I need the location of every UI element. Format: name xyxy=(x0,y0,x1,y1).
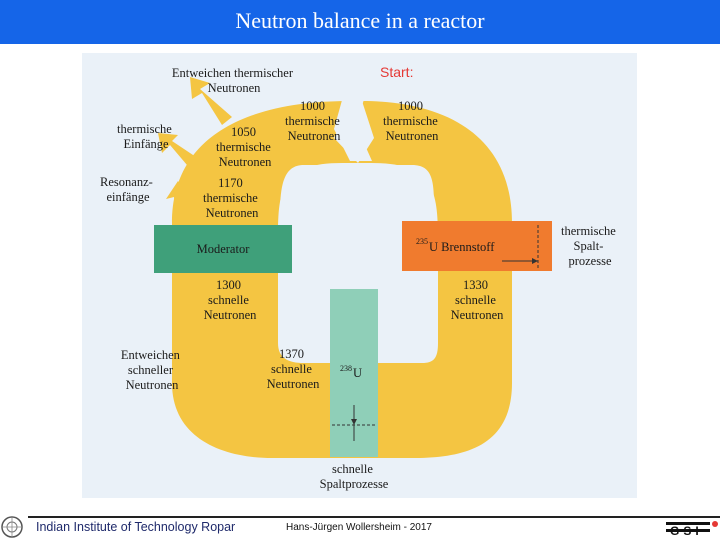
thermal-capture-line2: Einfänge xyxy=(123,137,169,151)
flow-1050: 1050 thermische Neutronen xyxy=(216,125,274,169)
brennstoff-label: U Brennstoff xyxy=(429,240,495,254)
u238-label: U xyxy=(353,366,362,380)
flow-1330-line2: schnelle xyxy=(455,293,496,307)
escape-thermal-line1: Entweichen thermischer xyxy=(172,66,294,80)
u238-sup: 238 xyxy=(340,364,352,373)
footer-author: Hans-Jürgen Wollersheim - 2017 xyxy=(286,522,432,533)
resonance-capture-line2: einfänge xyxy=(106,190,149,204)
escape-fast-line1: Entweichen xyxy=(121,348,181,362)
fast-fission-label: schnelle Spaltprozesse xyxy=(320,462,389,491)
escape-fast-label: Entweichen schneller Neutronen xyxy=(121,348,183,392)
thermal-fission-line3: prozesse xyxy=(568,254,611,268)
footer-institution: Indian Institute of Technology Ropar xyxy=(36,520,236,534)
ring-gap xyxy=(334,93,372,161)
fast-fission-arrowhead xyxy=(351,419,357,425)
fast-fission-line2: Spaltprozesse xyxy=(320,477,389,491)
brennstoff-sup: 235 xyxy=(416,237,428,246)
thermal-fission-label: thermische Spalt- prozesse xyxy=(561,224,619,268)
flow-1170: 1170 thermische Neutronen xyxy=(203,176,261,220)
title-bar: Neutron balance in a reactor xyxy=(0,0,720,44)
moderator-box xyxy=(154,225,292,273)
svg-text:GSI: GSI xyxy=(670,524,703,538)
flow-1170-line3: Neutronen xyxy=(206,206,260,220)
escape-fast-line3: Neutronen xyxy=(126,378,180,392)
flow-1050-line2: thermische xyxy=(216,140,271,154)
escape-thermal-label: Entweichen thermischer Neutronen xyxy=(172,66,296,95)
footer-divider xyxy=(28,516,720,518)
flow-1050-line3: Neutronen xyxy=(219,155,273,169)
moderator-label: Moderator xyxy=(197,242,251,256)
flow-1050-count: 1050 xyxy=(231,125,256,139)
flow-1370: 1370 schnelle Neutronen xyxy=(267,347,321,391)
thermal-fission-line1: thermische xyxy=(561,224,616,238)
gsi-logo: GSI xyxy=(666,518,720,538)
thermal-fission-arrowhead xyxy=(532,258,538,264)
escape-fast-arrow xyxy=(182,359,220,383)
flow-top-right-line2: thermische xyxy=(383,114,438,128)
flow-1300: 1300 schnelle Neutronen xyxy=(204,278,258,322)
flow-top-left: 1000 thermische Neutronen xyxy=(285,99,343,143)
escape-thermal-line2: Neutronen xyxy=(208,81,262,95)
flow-top-left-count: 1000 xyxy=(300,99,325,113)
flow-1370-count: 1370 xyxy=(279,347,304,361)
institution-logo-icon xyxy=(1,516,23,538)
resonance-capture-line1: Resonanz- xyxy=(100,175,153,189)
flow-top-left-line3: Neutronen xyxy=(288,129,342,143)
thermal-capture-line1: thermische xyxy=(117,122,172,136)
flow-top-right-line3: Neutronen xyxy=(386,129,440,143)
ring-hole xyxy=(280,165,434,353)
escape-fast-line2: schneller xyxy=(128,363,174,377)
thermal-capture-label: thermische Einfänge xyxy=(117,122,175,151)
flow-1330: 1330 schnelle Neutronen xyxy=(451,278,505,322)
escape-thermal-arrow xyxy=(190,77,232,125)
resonance-capture-arrow xyxy=(166,181,188,221)
brennstoff-box xyxy=(402,221,552,271)
flow-1300-count: 1300 xyxy=(216,278,241,292)
flow-1300-line2: schnelle xyxy=(208,293,249,307)
resonance-capture-label: Resonanz- einfänge xyxy=(100,175,156,204)
thermal-fission-line2: Spalt- xyxy=(574,239,604,253)
flow-1330-line3: Neutronen xyxy=(451,308,505,322)
flow-1370-line2: schnelle xyxy=(271,362,312,376)
neutron-balance-diagram: Moderator 235 U Brennstoff 238 U Start: … xyxy=(100,64,619,491)
flow-top-right-count: 1000 xyxy=(398,99,423,113)
flow-top-right: 1000 thermische Neutronen xyxy=(383,99,441,143)
flow-1370-line3: Neutronen xyxy=(267,377,321,391)
start-label: Start: xyxy=(380,64,413,80)
flow-1170-line2: thermische xyxy=(203,191,258,205)
neutron-ring xyxy=(172,101,512,458)
flow-1300-line3: Neutronen xyxy=(204,308,258,322)
neutron-balance-figure: Moderator 235 U Brennstoff 238 U Start: … xyxy=(82,53,637,498)
flow-1170-count: 1170 xyxy=(218,176,243,190)
thermal-capture-arrow xyxy=(158,133,196,165)
flow-top-left-line2: thermische xyxy=(285,114,340,128)
flow-1330-count: 1330 xyxy=(463,278,488,292)
slide-title: Neutron balance in a reactor xyxy=(235,8,485,33)
fast-fission-line1: schnelle xyxy=(332,462,373,476)
